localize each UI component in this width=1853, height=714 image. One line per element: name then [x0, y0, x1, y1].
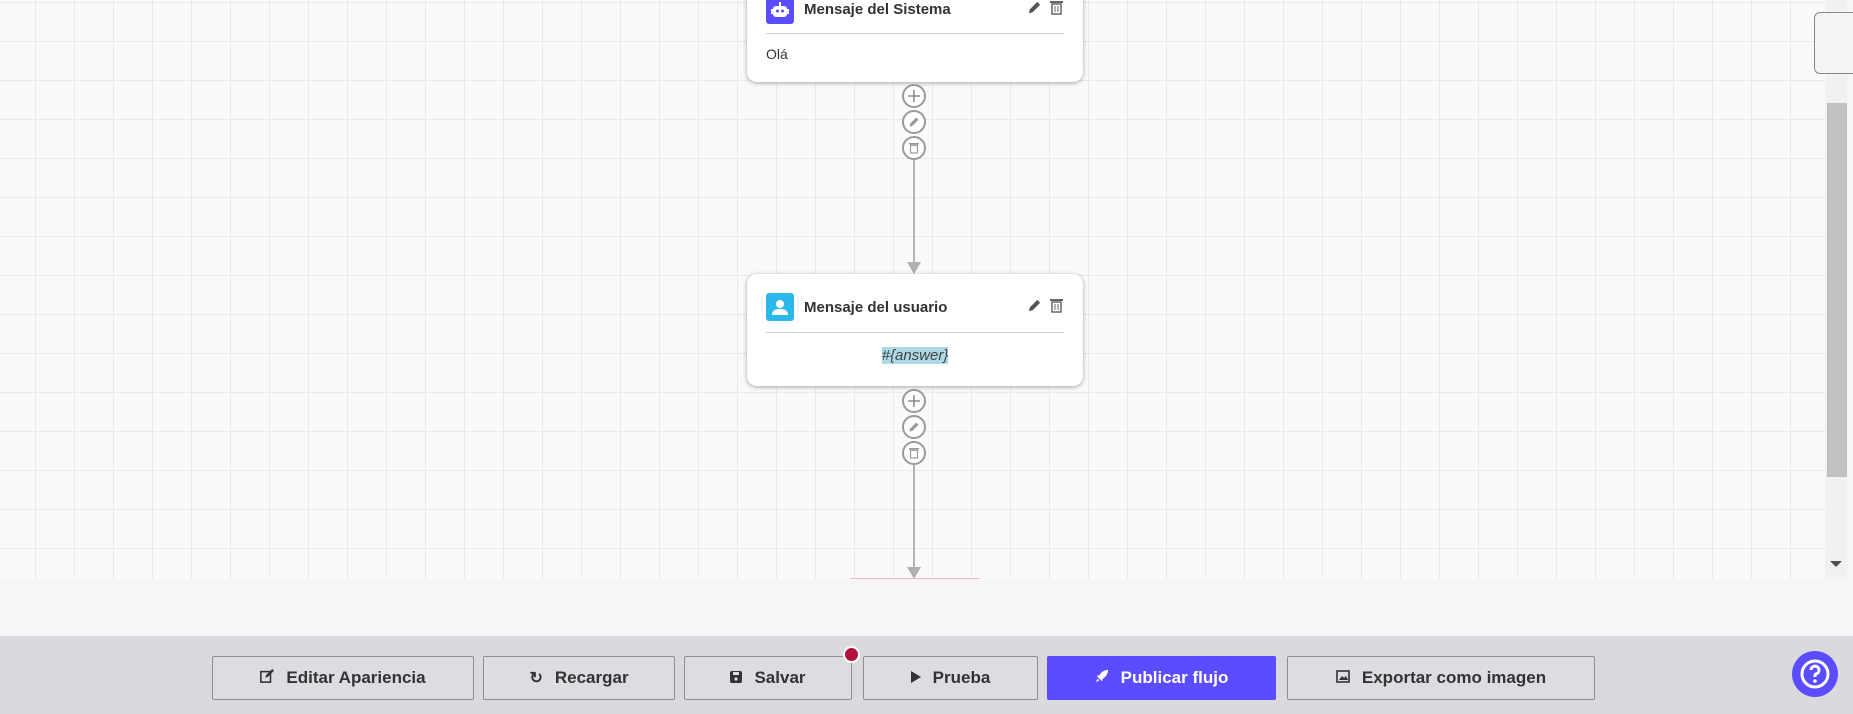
node-system-message[interactable]: Mensaje del Sistema Olá — [747, 0, 1083, 82]
help-button[interactable] — [1792, 651, 1838, 697]
edit-appearance-button[interactable]: Editar Apariencia — [212, 656, 474, 700]
node-divider — [766, 332, 1064, 333]
next-node-edge — [850, 578, 980, 579]
edit-connection-button[interactable] — [902, 110, 926, 134]
save-button[interactable]: Salvar — [684, 656, 852, 700]
image-icon — [1336, 668, 1350, 688]
export-image-button[interactable]: Exportar como imagen — [1287, 656, 1595, 700]
node-divider — [766, 33, 1064, 34]
trash-icon[interactable] — [1050, 0, 1063, 20]
edit-connection-button[interactable] — [902, 415, 926, 439]
flow-canvas[interactable]: Mensaje del Sistema Olá Mensaje del usua… — [0, 0, 1825, 579]
add-node-button[interactable] — [902, 84, 926, 108]
pencil-icon[interactable] — [1027, 0, 1042, 20]
publish-flow-button[interactable]: Publicar flujo — [1047, 656, 1276, 700]
connector-arrow — [907, 262, 921, 274]
minimap[interactable] — [1814, 12, 1853, 74]
user-icon — [766, 293, 794, 321]
pencil-icon[interactable] — [1027, 298, 1042, 318]
node-title: Mensaje del Sistema — [804, 1, 951, 18]
scrollbar-thumb[interactable] — [1827, 103, 1847, 477]
node-user-message[interactable]: Mensaje del usuario #{answer} — [747, 274, 1083, 386]
delete-connection-button[interactable] — [902, 136, 926, 160]
trash-icon[interactable] — [1050, 298, 1063, 318]
add-node-button[interactable] — [902, 389, 926, 413]
test-button[interactable]: Prueba — [863, 656, 1038, 700]
node-title: Mensaje del usuario — [804, 299, 948, 316]
delete-connection-button[interactable] — [902, 441, 926, 465]
scroll-down-arrow[interactable] — [1830, 561, 1842, 567]
refresh-icon: ↻ — [529, 670, 543, 687]
edit-icon — [260, 668, 275, 688]
unsaved-changes-badge — [843, 646, 860, 663]
node-body: Olá — [766, 46, 788, 62]
connector-arrow — [907, 567, 921, 579]
reload-button[interactable]: ↻ Recargar — [483, 656, 675, 700]
floppy-icon — [730, 668, 743, 688]
robot-icon — [766, 0, 794, 24]
connector-line — [913, 465, 915, 569]
question-icon — [1800, 659, 1830, 689]
rocket-icon — [1095, 668, 1109, 688]
play-icon — [910, 668, 921, 688]
answer-variable: #{answer} — [881, 347, 949, 364]
connector-line — [913, 160, 915, 264]
